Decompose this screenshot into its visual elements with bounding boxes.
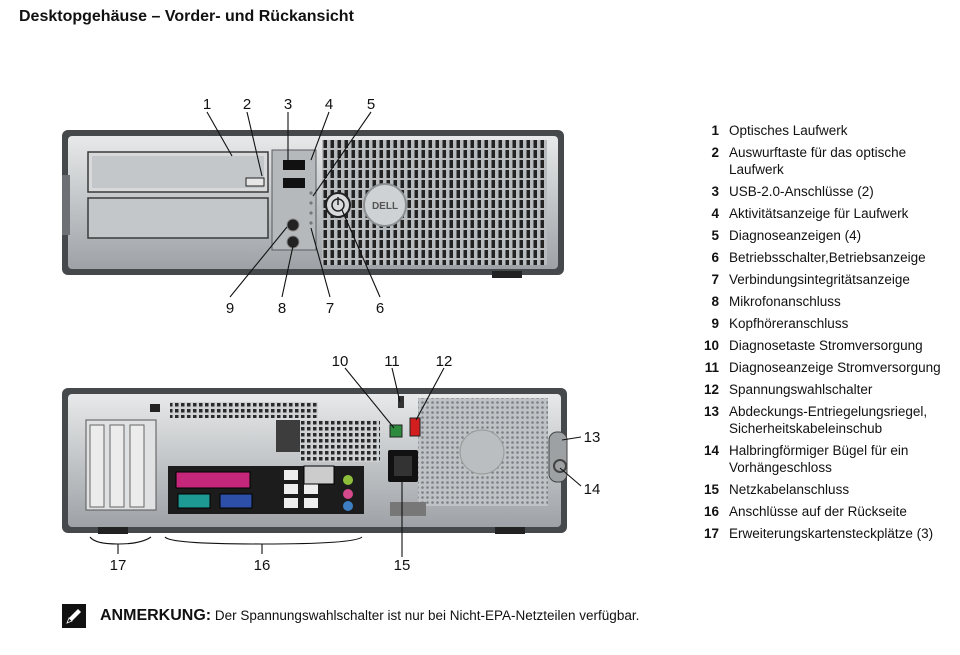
legend-text: Erweiterungskartensteckplätze (3) (729, 526, 934, 541)
legend-num: 16 (703, 504, 719, 519)
legend-num: 12 (703, 382, 719, 397)
legend-item: 17 Erweiterungskartensteckplätze (3) (697, 525, 952, 542)
legend-num: 5 (711, 228, 719, 243)
legend-text: Kopfhöreranschluss (729, 316, 849, 331)
legend-text: Halbringförmiger Bügel für ein Vorhänges… (729, 443, 909, 475)
callout-15: 15 (394, 557, 411, 574)
legend-item: 12 Spannungswahlschalter (697, 381, 952, 398)
front-vent (322, 140, 547, 265)
callout-11: 11 (384, 353, 400, 370)
callout-8: 8 (278, 300, 286, 317)
parallel-port (175, 471, 251, 489)
legend-item: 10 Diagnosetaste Stromversorgung (697, 337, 952, 354)
serial-port (177, 493, 211, 509)
legend-num: 2 (711, 145, 719, 160)
callout-12: 12 (436, 353, 453, 370)
callout-6: 6 (376, 300, 384, 317)
legend-num: 6 (711, 250, 719, 265)
legend-num: 3 (711, 184, 719, 199)
legend-text: Spannungswahlschalter (729, 382, 873, 397)
callout-5: 5 (367, 96, 375, 113)
psu-diagnostic-led (398, 396, 404, 408)
network-port (303, 465, 335, 485)
legend-item: 2 Auswurftaste für das optische Laufwerk (697, 144, 952, 178)
callout-13: 13 (584, 429, 601, 446)
usb-port (283, 160, 305, 170)
legend-num: 11 (704, 360, 719, 375)
rear-view (62, 388, 568, 534)
legend-num: 15 (703, 482, 719, 497)
callout-16: 16 (254, 557, 271, 574)
legend-item: 3 USB-2.0-Anschlüsse (2) (697, 183, 952, 200)
page-title: Desktopgehäuse – Vorder- und Rückansicht (19, 8, 354, 25)
legend-item: 4 Aktivitätsanzeige für Laufwerk (697, 205, 952, 222)
callout-2: 2 (243, 96, 251, 113)
legend: 1 Optisches Laufwerk 2 Auswurftaste für da… (697, 122, 952, 547)
legend-item: 6 Betriebsschalter,Betriebsanzeige (697, 249, 952, 266)
legend-text: Aktivitätsanzeige für Laufwerk (729, 206, 909, 221)
legend-text: Betriebsschalter,Betriebsanzeige (729, 250, 926, 265)
legend-text: USB-2.0-Anschlüsse (2) (729, 184, 874, 199)
eject-button (245, 177, 265, 187)
legend-num: 9 (711, 316, 719, 331)
padlock-ring (553, 459, 567, 473)
callout-7: 7 (326, 300, 334, 317)
note-text: ANMERKUNG: Der Spannungswahlschalter ist… (100, 607, 639, 625)
legend-num: 8 (711, 294, 719, 309)
audio-jack-blue (343, 501, 353, 511)
callout-1: 1 (203, 96, 211, 113)
legend-item: 14 Halbringförmiger Bügel für ein Vorhäng… (697, 442, 952, 476)
legend-num: 4 (711, 206, 719, 221)
dell-logo (363, 183, 407, 227)
legend-text: Diagnoseanzeige Stromversorgung (729, 360, 941, 375)
legend-num: 10 (703, 338, 719, 353)
legend-num: 14 (703, 443, 719, 458)
legend-text: Diagnosetaste Stromversorgung (729, 338, 923, 353)
legend-item: 11 Diagnoseanzeige Stromversorgung (697, 359, 952, 376)
legend-item: 5 Diagnoseanzeigen (4) (697, 227, 952, 244)
legend-item: 9 Kopfhöreranschluss (697, 315, 952, 332)
legend-text: Netzkabelanschluss (729, 482, 850, 497)
legend-item: 15 Netzkabelanschluss (697, 481, 952, 498)
legend-text: Mikrofonanschluss (729, 294, 841, 309)
legend-item: 1 Optisches Laufwerk (697, 122, 952, 139)
dell-logo-text: DELL (372, 201, 398, 212)
legend-text: Diagnoseanzeigen (4) (729, 228, 862, 243)
legend-text: Abdeckungs-Entriegelungsriegel, Sicherhe… (729, 404, 928, 436)
callout-14: 14 (584, 481, 601, 498)
headphone-jack (286, 218, 300, 232)
voltage-switch (409, 417, 421, 437)
chassis-illustration: DELL (62, 96, 601, 574)
legend-num: 17 (703, 526, 719, 541)
callout-3: 3 (284, 96, 292, 113)
legend-item: 7 Verbindungsintegritätsanzeige (697, 271, 952, 288)
legend-text: Anschlüsse auf der Rückseite (729, 504, 907, 519)
note-body: Der Spannungswahlschalter ist nur bei Ni… (214, 608, 640, 623)
callout-10: 10 (332, 353, 349, 370)
callout-17: 17 (110, 557, 127, 574)
legend-num: 1 (711, 123, 719, 138)
legend-text: Auswurftaste für das optische Laufwerk (729, 145, 907, 177)
legend-text: Optisches Laufwerk (729, 123, 848, 138)
vga-port (219, 493, 253, 509)
front-view: DELL (62, 130, 564, 278)
legend-num: 7 (711, 272, 719, 287)
legend-item: 13 Abdeckungs-Entriegelungsriegel, Sicher… (697, 403, 952, 437)
drive-bay (87, 197, 269, 239)
callout-4: 4 (325, 96, 333, 113)
legend-item: 8 Mikrofonanschluss (697, 293, 952, 310)
note: ANMERKUNG: Der Spannungswahlschalter ist… (62, 604, 639, 628)
legend-num: 13 (703, 404, 719, 419)
callout-9: 9 (226, 300, 234, 317)
legend-item: 16 Anschlüsse auf der Rückseite (697, 503, 952, 520)
legend-text: Verbindungsintegritätsanzeige (729, 272, 910, 287)
psu-diagnostic-button (389, 424, 403, 438)
pencil-note-icon (62, 604, 86, 628)
audio-jack-pink (343, 489, 353, 499)
usb-port (283, 178, 305, 188)
note-label: ANMERKUNG: (100, 607, 212, 624)
audio-jack-green (343, 475, 353, 485)
